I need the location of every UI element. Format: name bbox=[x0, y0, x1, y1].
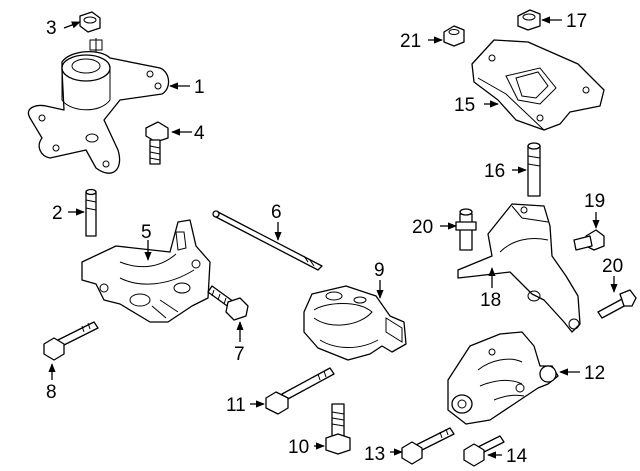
part-21-nut[interactable] bbox=[443, 25, 465, 47]
callout-12: 12 bbox=[584, 363, 605, 384]
part-4-bolt[interactable] bbox=[145, 121, 169, 165]
callout-20-upper: 20 bbox=[412, 217, 433, 238]
callout-2: 2 bbox=[52, 203, 63, 224]
part-7-bolt[interactable] bbox=[207, 285, 249, 321]
callout-labels: 3 1 4 2 5 6 7 8 9 11 10 12 13 14 15 16 1… bbox=[46, 11, 623, 467]
callout-4: 4 bbox=[194, 123, 205, 144]
callout-11: 11 bbox=[226, 395, 246, 416]
part-9-mount-insulator[interactable] bbox=[303, 285, 407, 361]
part-2-stud[interactable] bbox=[85, 188, 97, 237]
part-20-bolt-lower[interactable] bbox=[597, 289, 637, 319]
callout-21: 21 bbox=[400, 31, 421, 52]
part-8-bolt[interactable] bbox=[43, 321, 99, 361]
callout-8: 8 bbox=[46, 382, 57, 403]
part-1-engine-mount-bracket[interactable] bbox=[27, 38, 170, 174]
leader-lines bbox=[48, 16, 618, 459]
part-14-bolt[interactable] bbox=[463, 435, 505, 467]
part-10-bolt[interactable] bbox=[325, 403, 351, 455]
callout-19: 19 bbox=[584, 191, 605, 212]
callout-1: 1 bbox=[194, 77, 205, 98]
callout-13: 13 bbox=[364, 444, 385, 465]
callout-5: 5 bbox=[141, 222, 152, 243]
callout-18: 18 bbox=[480, 290, 501, 311]
callout-6: 6 bbox=[271, 202, 282, 223]
callout-15: 15 bbox=[454, 95, 475, 116]
part-19-bolt[interactable] bbox=[573, 229, 605, 251]
part-13-bolt[interactable] bbox=[401, 427, 455, 465]
callout-16: 16 bbox=[484, 161, 505, 182]
callout-14: 14 bbox=[506, 446, 528, 467]
callout-20-lower: 20 bbox=[602, 256, 623, 277]
callout-3: 3 bbox=[46, 18, 57, 39]
part-16-stud[interactable] bbox=[527, 142, 541, 197]
part-11-bolt[interactable] bbox=[265, 367, 335, 415]
callout-10: 10 bbox=[288, 437, 309, 458]
part-3-nut[interactable] bbox=[79, 11, 101, 33]
part-12-lower-mount[interactable] bbox=[447, 331, 559, 425]
part-15-transmission-mount[interactable] bbox=[471, 39, 605, 131]
part-6-rod[interactable] bbox=[212, 210, 323, 271]
part-20-stud-upper[interactable] bbox=[455, 208, 477, 251]
callout-9: 9 bbox=[374, 260, 385, 281]
part-5-transmission-bracket[interactable] bbox=[81, 219, 211, 323]
callout-17: 17 bbox=[566, 11, 587, 32]
part-17-nut[interactable] bbox=[517, 9, 541, 31]
callout-7: 7 bbox=[234, 344, 245, 365]
part-18-support-bracket[interactable] bbox=[457, 203, 581, 333]
